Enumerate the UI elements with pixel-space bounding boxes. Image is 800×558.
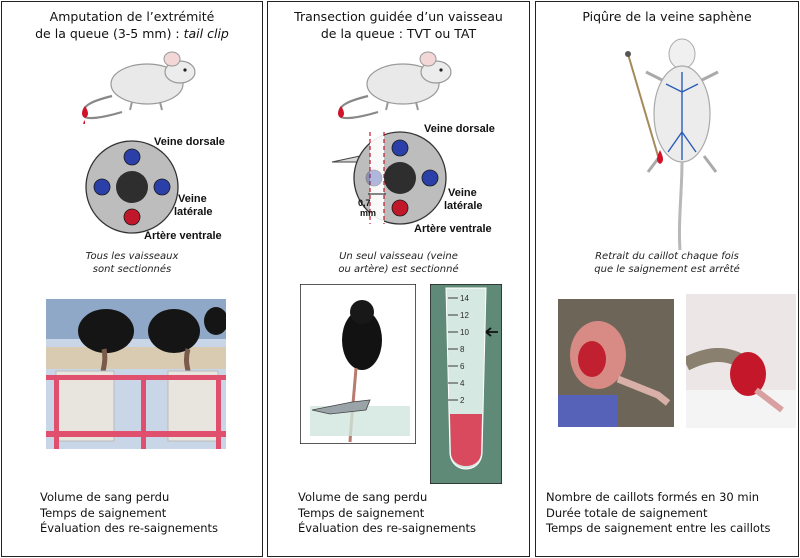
mouse-tail bbox=[82, 94, 123, 120]
mouse-tail bbox=[677, 161, 684, 251]
depth-value: 0,7 bbox=[358, 198, 371, 208]
tail-cross-section-guided: 0,7 mm Veine dorsale Veine latérale Artè… bbox=[331, 123, 495, 235]
caption: Un seul vaisseau (veine ou artère) est s… bbox=[268, 250, 529, 276]
caption-line-2: que le saignement est arrêté bbox=[594, 264, 740, 275]
title-line-1: Piqûre de la veine saphène bbox=[582, 9, 752, 24]
mouse-tail bbox=[338, 94, 379, 120]
supine-mouse-illustration bbox=[625, 38, 719, 251]
title-line-2: de la queue : TVT ou TAT bbox=[320, 26, 477, 41]
label-ventral-artery: Artère ventrale bbox=[144, 230, 222, 242]
dorsal-vein bbox=[391, 139, 409, 157]
tail-cross-section: Veine dorsale Veine latérale Artère vent… bbox=[85, 136, 225, 242]
panel-saphenous-puncture: Piqûre de la veine saphène Retrait du ca… bbox=[535, 1, 799, 557]
depth-unit: mm bbox=[360, 208, 376, 218]
mouse-ear bbox=[419, 51, 437, 67]
lateral-vein-right bbox=[153, 178, 171, 196]
outcome-item: Volume de sang perdu bbox=[298, 490, 428, 504]
mouse-right bbox=[148, 309, 200, 353]
caption-line-1: Un seul vaisseau (veine bbox=[339, 251, 458, 262]
caption-line-1: Retrait du caillot chaque fois bbox=[595, 251, 739, 262]
blood-drop-small bbox=[83, 120, 85, 124]
ventral-artery bbox=[123, 208, 141, 226]
panel-title: Amputation de l’extrémité de la queue (3… bbox=[2, 8, 262, 42]
tube-mark-label: 4 bbox=[460, 379, 465, 388]
tube-mark-label: 12 bbox=[460, 311, 469, 320]
outcome-item: Nombre de caillots formés en 30 min bbox=[546, 490, 760, 504]
mouse-legs bbox=[129, 101, 163, 111]
panel-tail-transection: Transection guidée d’un vaisseau de la q… bbox=[267, 1, 530, 557]
mouse-legs bbox=[385, 101, 419, 111]
tube-mark-label: 10 bbox=[460, 328, 469, 337]
title-italic: tail clip bbox=[183, 26, 229, 41]
tail-bone bbox=[116, 171, 148, 203]
photo-leg-left bbox=[558, 299, 674, 427]
mouse-eye bbox=[183, 68, 187, 72]
cut-zone bbox=[370, 132, 384, 224]
panel-title: Transection guidée d’un vaisseau de la q… bbox=[268, 8, 529, 42]
tube-graduations: 14 12 10 8 6 4 2 bbox=[448, 294, 469, 405]
outcome-list: Volume de sang perdu Temps de saignement… bbox=[2, 490, 262, 537]
tube-mark-label: 8 bbox=[460, 345, 465, 354]
outcome-list: Nombre de caillots formés en 30 min Duré… bbox=[536, 490, 798, 537]
photo-leg-right bbox=[686, 294, 796, 428]
tube-mark-label: 14 bbox=[460, 294, 469, 303]
outcome-item: Durée totale de saignement bbox=[546, 505, 708, 520]
mouse-black bbox=[342, 310, 382, 370]
caption-line-2: sont sectionnés bbox=[92, 264, 172, 275]
label-lateral-vein-2: latérale bbox=[444, 200, 483, 212]
blood-clot bbox=[450, 414, 482, 466]
caption: Tous les vaisseaux sont sectionnés bbox=[2, 250, 262, 276]
lateral-vein-left bbox=[93, 178, 111, 196]
mouse-illustration bbox=[82, 51, 196, 124]
lateral-vein-left bbox=[365, 169, 383, 187]
mouse-illustration bbox=[338, 51, 452, 120]
outcome-item: Temps de saignement entre les caillots bbox=[546, 521, 771, 535]
blood-clot bbox=[578, 341, 606, 377]
mouse-ear bbox=[163, 51, 181, 67]
dorsal-vein bbox=[123, 148, 141, 166]
mouse-left bbox=[78, 309, 134, 353]
title-line-1: Transection guidée d’un vaisseau bbox=[294, 9, 503, 24]
title-line-2: de la queue (3-5 mm) : tail clip bbox=[2, 25, 262, 42]
tube-mark-label: 2 bbox=[460, 396, 465, 405]
label-dorsal-vein: Veine dorsale bbox=[154, 136, 225, 148]
outcome-item: Volume de sang perdu bbox=[40, 490, 170, 504]
blood-clot bbox=[730, 352, 766, 396]
photo-graduated-tube: 14 12 10 8 6 4 2 bbox=[430, 284, 502, 484]
label-lateral-vein-2: latérale bbox=[174, 206, 213, 218]
scalpel-icon bbox=[311, 399, 371, 415]
outcome-list: Volume de sang perdu Temps de saignement… bbox=[268, 490, 529, 537]
tail-bone bbox=[384, 162, 416, 194]
caption: Retrait du caillot chaque fois que le sa… bbox=[536, 250, 798, 276]
label-lateral-vein-1: Veine bbox=[448, 187, 477, 199]
panel-title: Piqûre de la veine saphène bbox=[536, 8, 798, 25]
arrow-icon bbox=[485, 327, 498, 337]
label-lateral-vein-1: Veine bbox=[178, 193, 207, 205]
title-line-1: Amputation de l’extrémité bbox=[49, 9, 215, 24]
panel-tail-clip: Amputation de l’extrémité de la queue (3… bbox=[1, 1, 263, 557]
ventral-artery bbox=[391, 199, 409, 217]
tube-mark-label: 6 bbox=[460, 362, 465, 371]
outcome-item: Évaluation des re-saignements bbox=[298, 521, 477, 535]
photo-tail-clip-mice bbox=[46, 299, 226, 449]
mouse-eye bbox=[439, 68, 443, 72]
blood-drop bbox=[338, 106, 344, 118]
blood-drop bbox=[82, 106, 88, 118]
vein-network bbox=[665, 72, 699, 160]
blood-drop bbox=[657, 150, 663, 164]
outcome-item: Évaluation des re-saignements bbox=[40, 521, 219, 535]
caption-line-1: Tous les vaisseaux bbox=[85, 251, 179, 262]
label-dorsal-vein: Veine dorsale bbox=[424, 123, 495, 135]
caption-line-2: ou artère) est sectionné bbox=[338, 264, 459, 275]
outcome-item: Temps de saignement bbox=[298, 505, 425, 520]
photo-mouse-template bbox=[300, 284, 416, 444]
lateral-vein-right bbox=[421, 169, 439, 187]
label-ventral-artery: Artère ventrale bbox=[414, 223, 492, 235]
outcome-item: Temps de saignement bbox=[40, 505, 167, 520]
title-line-2-text: de la queue (3-5 mm) : bbox=[35, 26, 184, 41]
needle-icon bbox=[627, 53, 659, 157]
